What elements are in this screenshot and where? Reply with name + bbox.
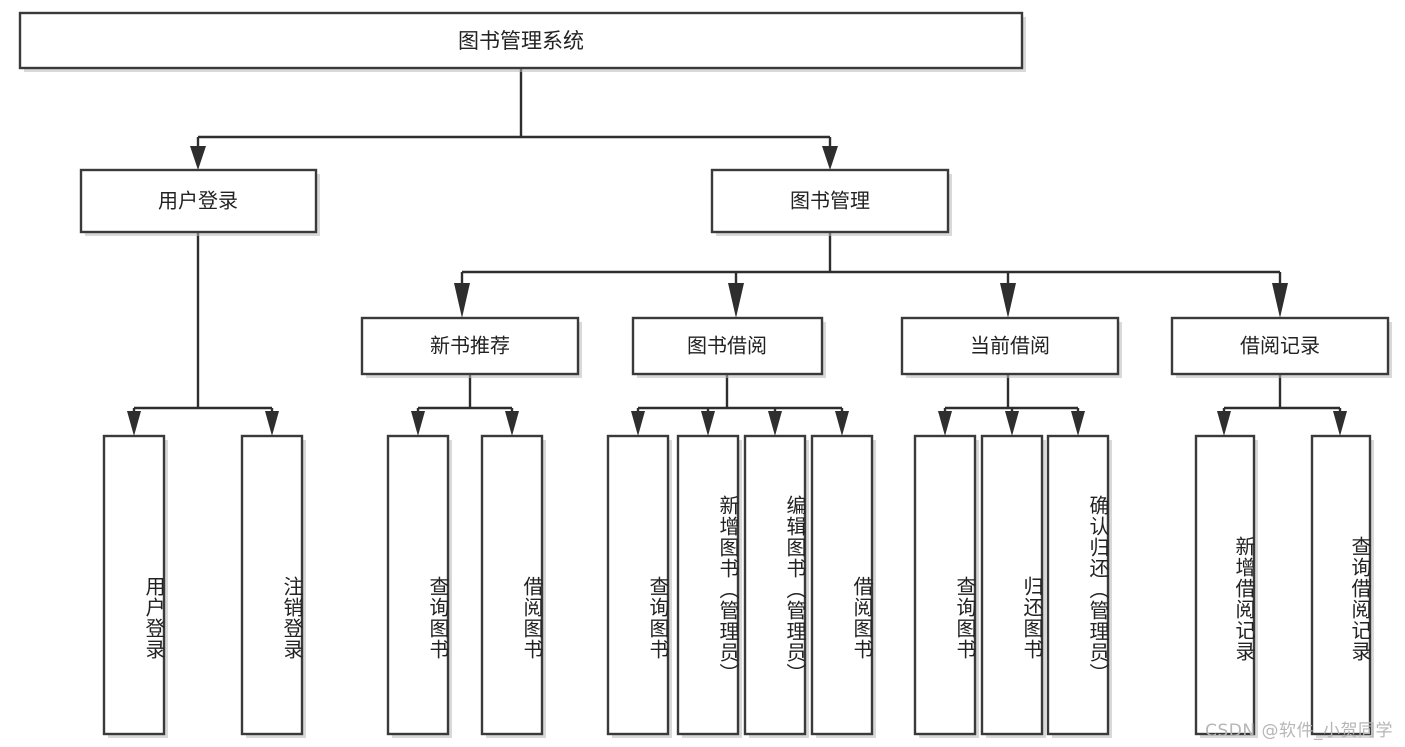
node-leaf-add-book-admin-box[interactable]: [676, 434, 740, 736]
node-user-login-box[interactable]: [79, 168, 318, 234]
node-book-borrow-label: 图书借阅: [687, 334, 767, 358]
csdn-watermark: CSDN @软件_小贺同学: [1205, 721, 1393, 741]
arrow-to-leaf-query-book-rec: [411, 411, 425, 436]
arrow-to-borrow-record: [1272, 283, 1288, 318]
arrow-to-leaf-borrow-book: [835, 411, 849, 436]
node-leaf-query-book-cur-box[interactable]: [913, 434, 977, 736]
node-leaf-borrow-book-box[interactable]: [810, 434, 874, 736]
arrow-to-leaf-return-book: [1005, 411, 1019, 436]
node-leaf-query-book-borrow-box[interactable]: [606, 434, 670, 736]
node-book-management-label: 图书管理: [790, 189, 870, 213]
arrow-to-leaf-borrow-book-rec: [505, 411, 519, 436]
node-user-login-label: 用户登录: [158, 189, 238, 213]
leaf-boxes: [102, 434, 1374, 738]
node-leaf-add-borrow-record-box[interactable]: [1194, 434, 1256, 736]
node-borrow-record-label: 借阅记录: [1240, 334, 1320, 358]
node-current-borrow-box[interactable]: [900, 316, 1120, 376]
arrow-to-leaf-query-borrow-record: [1333, 411, 1347, 436]
node-current-borrow-label: 当前借阅: [970, 334, 1050, 358]
arrow-to-leaf-user-login: [127, 411, 141, 436]
arrow-to-user-login: [190, 146, 206, 170]
arrow-to-book-management: [822, 146, 838, 170]
arrow-to-book-borrow: [728, 283, 744, 318]
node-leaf-confirm-return-admin-box[interactable]: [1046, 434, 1110, 736]
node-leaf-query-borrow-record-box[interactable]: [1310, 434, 1372, 736]
node-leaf-logout-login-box[interactable]: [240, 434, 304, 736]
arrow-to-leaf-confirm-return-admin: [1071, 411, 1085, 436]
node-borrow-record-box[interactable]: [1170, 316, 1390, 376]
node-layer: 图书管理系统 用户登录 图书管理 新书推荐 图书借阅 当前借阅 借阅记录: [18, 11, 1392, 738]
arrow-to-new-book-recommend: [454, 283, 470, 318]
arrow-to-leaf-logout-login: [265, 411, 279, 436]
arrow-to-leaf-add-borrow-record: [1217, 411, 1231, 436]
node-new-book-recommend-label: 新书推荐: [430, 334, 510, 358]
node-leaf-query-book-rec-box[interactable]: [386, 434, 450, 736]
arrow-to-leaf-add-book-admin: [701, 411, 715, 436]
arrow-to-current-borrow: [1000, 283, 1016, 318]
node-leaf-borrow-book-rec-box[interactable]: [480, 434, 544, 736]
arrow-to-leaf-query-book-borrow: [631, 411, 645, 436]
arrow-to-leaf-edit-book-admin: [768, 411, 782, 436]
node-book-borrow-box[interactable]: [631, 316, 824, 376]
node-new-book-recommend-box[interactable]: [360, 316, 580, 376]
node-leaf-user-login-box[interactable]: [102, 434, 166, 736]
node-book-management-box[interactable]: [710, 168, 950, 234]
node-title-box[interactable]: [18, 11, 1024, 70]
node-leaf-edit-book-admin-box[interactable]: [743, 434, 807, 736]
node-leaf-return-book-box[interactable]: [980, 434, 1044, 736]
connector-layer: [127, 68, 1347, 436]
arrow-to-leaf-query-book-cur: [938, 411, 952, 436]
node-title-label: 图书管理系统: [458, 29, 584, 53]
